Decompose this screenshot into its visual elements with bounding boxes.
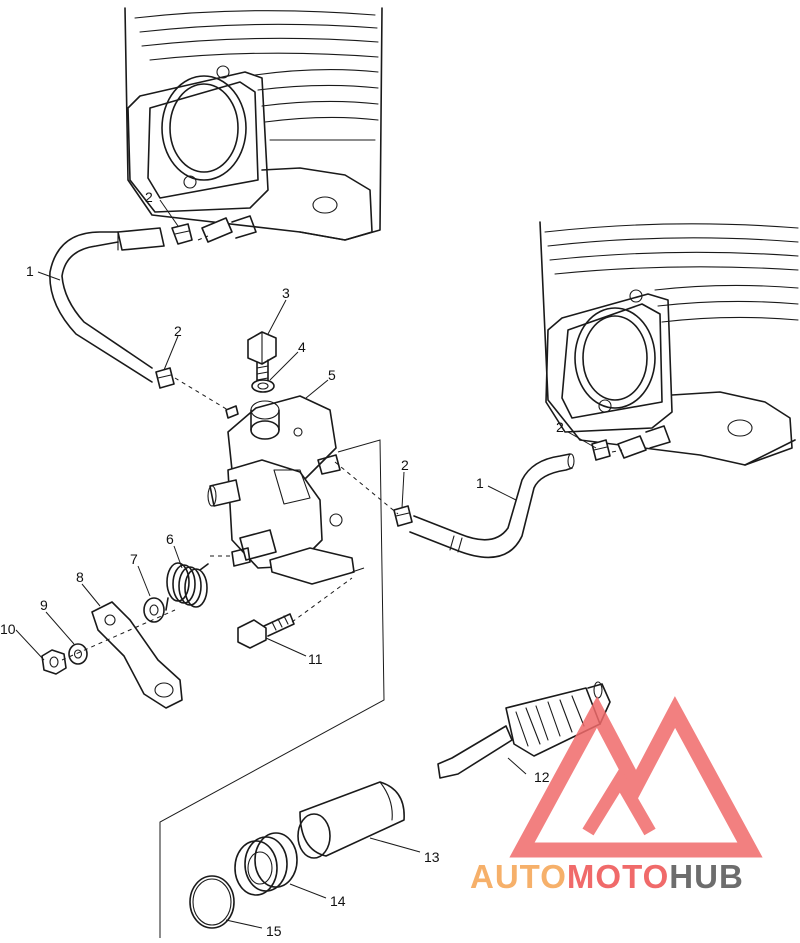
pump-control-lever bbox=[91, 601, 183, 709]
callout-12: 12 bbox=[534, 769, 550, 785]
callout-5: 5 bbox=[328, 367, 336, 383]
engine-cylinder-left bbox=[124, 7, 383, 241]
callout-2-left: 2 bbox=[174, 323, 182, 339]
callout-15: 15 bbox=[266, 923, 282, 938]
watermark-auto: AUTO bbox=[470, 858, 567, 895]
hex-nut bbox=[41, 649, 67, 675]
watermark-hub: HUB bbox=[669, 858, 744, 895]
callout-2-right: 2 bbox=[556, 419, 564, 435]
o-ring bbox=[189, 875, 235, 929]
callout-2-pump: 2 bbox=[401, 457, 409, 473]
callout-1-left: 1 bbox=[26, 263, 34, 279]
hose-clamp-cylinder-right bbox=[591, 439, 611, 461]
callout-13: 13 bbox=[424, 849, 440, 865]
watermark-text: AUTOMOTOHUB bbox=[470, 858, 744, 895]
callout-1-right: 1 bbox=[476, 475, 484, 491]
callout-9: 9 bbox=[40, 597, 48, 613]
callout-7: 7 bbox=[130, 551, 138, 567]
drive-bushing bbox=[297, 781, 405, 859]
hose-clamp-pump-right bbox=[393, 505, 413, 527]
group-bracket bbox=[159, 439, 385, 938]
callout-6: 6 bbox=[166, 531, 174, 547]
engine-cylinder-right bbox=[539, 221, 799, 466]
hose-clamp-lower-left bbox=[155, 367, 175, 389]
watermark-logo bbox=[509, 696, 763, 858]
callout-11: 11 bbox=[308, 651, 323, 667]
fitting-cylinder-left bbox=[201, 215, 257, 243]
hose-clamp-upper bbox=[171, 223, 193, 245]
callout-10: 10 bbox=[0, 621, 16, 637]
flat-washer bbox=[143, 597, 165, 623]
callout-8: 8 bbox=[76, 569, 84, 585]
banjo-bolt bbox=[247, 331, 277, 385]
hose-right bbox=[409, 453, 575, 559]
callout-4: 4 bbox=[298, 339, 306, 355]
return-spring bbox=[165, 562, 209, 611]
svg-text:AUTOMOTOHUB: AUTOMOTOHUB bbox=[470, 858, 744, 895]
callout-leaders bbox=[15, 199, 597, 929]
mounting-bolt bbox=[237, 613, 295, 649]
callout-2-upper: 2 bbox=[145, 189, 153, 205]
callout-3: 3 bbox=[282, 285, 290, 301]
watermark-moto: MOTO bbox=[567, 858, 669, 895]
hose-left bbox=[49, 227, 165, 383]
oil-pump-body bbox=[207, 395, 355, 585]
callout-14: 14 bbox=[330, 893, 346, 909]
lock-washer bbox=[68, 643, 88, 665]
fitting-cylinder-right bbox=[617, 425, 671, 459]
oil-seal bbox=[234, 832, 298, 896]
callout-labels: 1 1 2 2 2 2 3 4 5 6 7 8 9 10 11 12 13 14… bbox=[0, 189, 564, 939]
assembly-centerlines bbox=[61, 235, 623, 661]
sealing-washer bbox=[251, 379, 275, 393]
